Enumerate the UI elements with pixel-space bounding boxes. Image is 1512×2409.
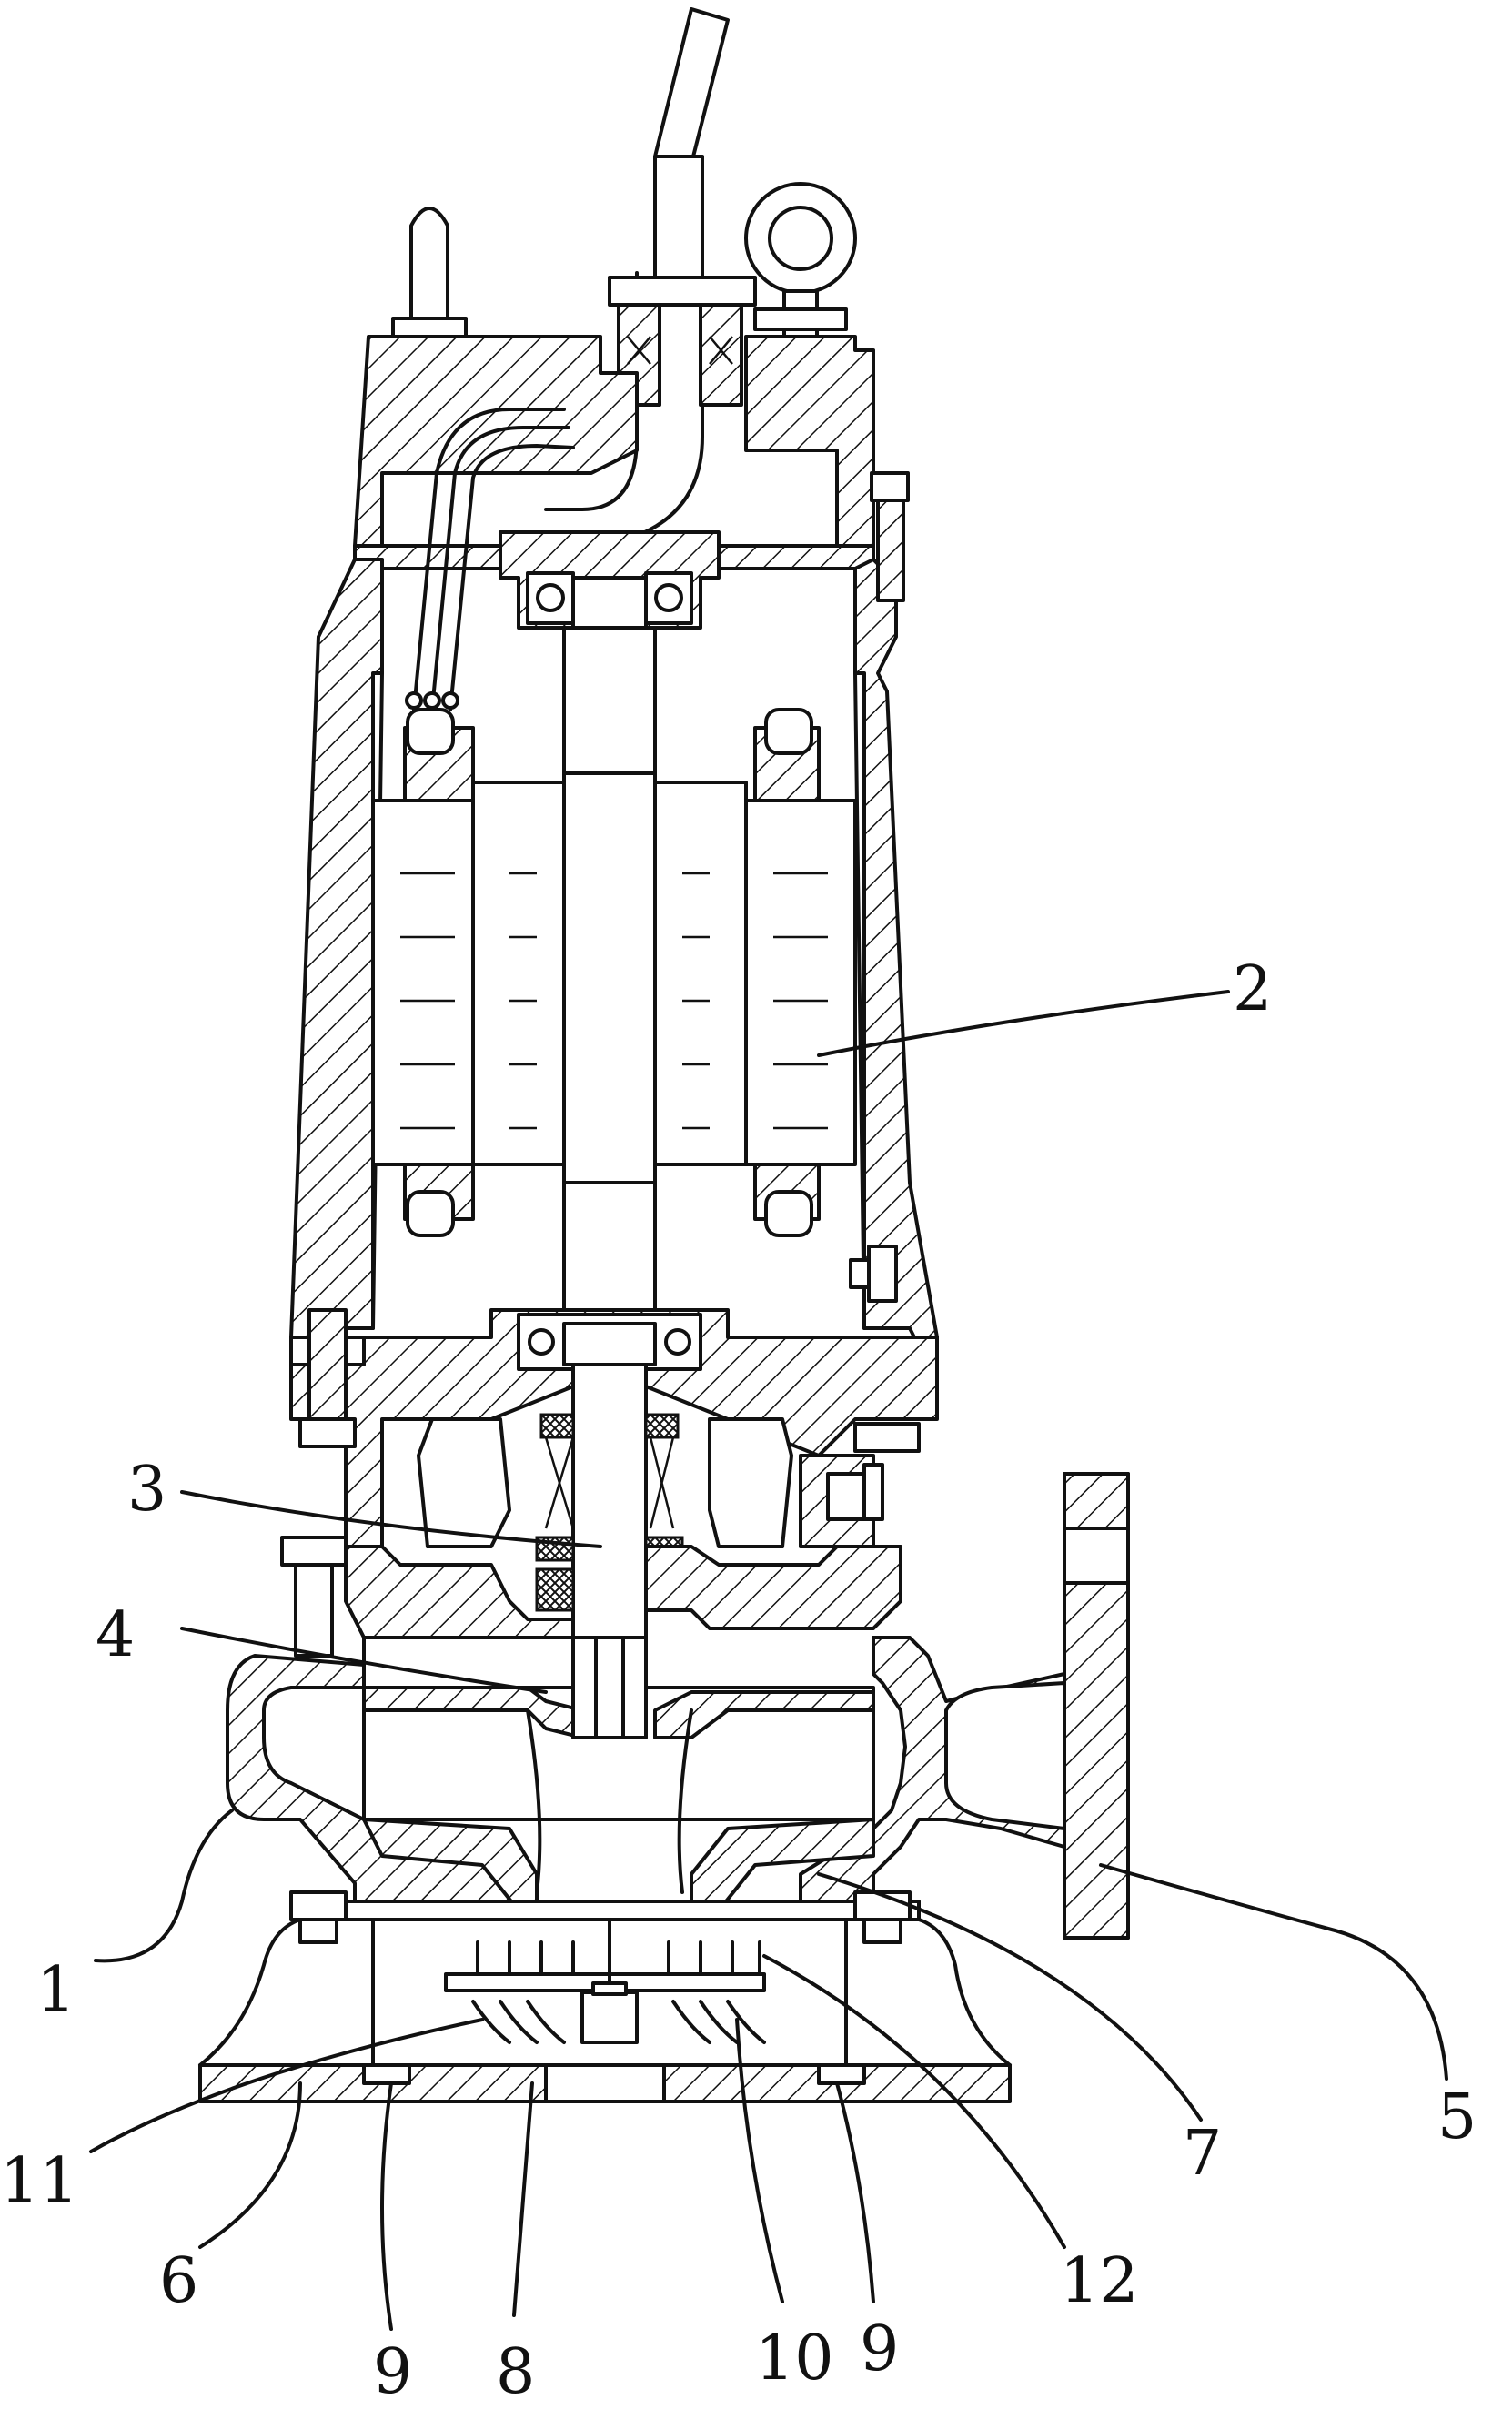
leader-7 — [817, 1872, 1203, 2122]
motor-shaft — [562, 626, 657, 1321]
leader-1 — [94, 1809, 234, 1963]
power-cable — [544, 7, 730, 552]
impeller — [362, 1636, 875, 1912]
leader-12 — [762, 1954, 1066, 2249]
label-11: 11 — [0, 2145, 79, 2217]
leader-6 — [198, 2081, 302, 2249]
leader-5 — [1099, 1863, 1448, 2081]
cutter-blades — [444, 1918, 766, 2044]
leader-9a — [380, 2081, 393, 2331]
motor-housing — [289, 335, 939, 1339]
suction-base — [198, 1890, 1012, 2103]
label-3: 3 — [127, 1454, 166, 1526]
leader-3 — [180, 1490, 602, 1548]
leader-10 — [735, 2018, 784, 2303]
leader-4 — [180, 1627, 548, 1694]
seal-housing — [280, 1308, 939, 1658]
label-6: 6 — [159, 2245, 198, 2317]
label-5: 5 — [1437, 2081, 1477, 2153]
stator-winding-right — [653, 708, 857, 1237]
leader-8 — [512, 2081, 534, 2317]
stator-winding-left — [371, 708, 566, 1237]
lifting-eye-bolt — [744, 182, 857, 420]
label-1: 1 — [36, 1954, 76, 2026]
label-9a: 9 — [373, 2336, 412, 2408]
label-12: 12 — [1060, 2245, 1139, 2317]
cable-gland — [608, 276, 757, 407]
label-2: 2 — [1233, 953, 1272, 1025]
label-7: 7 — [1183, 2118, 1222, 2190]
leader-11 — [89, 2018, 484, 2153]
label-4: 4 — [96, 1599, 135, 1671]
label-10: 10 — [755, 2323, 834, 2394]
label-9b: 9 — [860, 2313, 899, 2385]
vent-plug — [391, 207, 468, 340]
label-8: 8 — [496, 2336, 535, 2408]
leader-2 — [817, 990, 1230, 1057]
leader-lines — [89, 990, 1448, 2331]
leader-9b — [835, 2081, 875, 2303]
